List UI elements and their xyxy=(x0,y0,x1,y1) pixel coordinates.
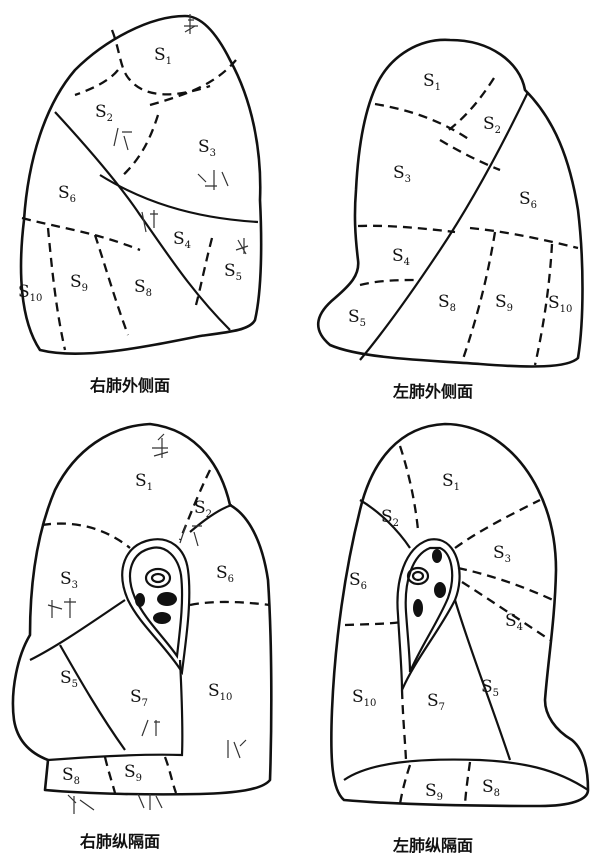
right-mediastinal-fissure xyxy=(30,600,125,660)
handwriting-mark xyxy=(114,128,132,150)
right-lateral-border-s9-s10 xyxy=(48,228,65,350)
right-mediastinal-fissure xyxy=(60,645,125,750)
vessel-dot xyxy=(153,612,171,624)
left-mediastinal-s3-label: S3 xyxy=(493,543,511,565)
caption-left-mediastinal: 左肺纵隔面 xyxy=(393,832,473,856)
handwriting-mark xyxy=(138,794,162,810)
vessel-dot xyxy=(135,593,145,607)
right-mediastinal-hilum-outer xyxy=(122,539,189,672)
right-lateral-s1-label: S1 xyxy=(154,45,172,67)
right-lateral-s2-label: S2 xyxy=(95,102,113,124)
right-mediastinal-border-s6 xyxy=(190,602,270,605)
left-lateral-border-s4-s5 xyxy=(360,280,420,285)
right-lateral-border-s6-lower xyxy=(22,218,140,250)
right-lateral-diagram: S1 S2 S3 S6 S4 S5 S10 S9 S8 xyxy=(18,14,261,354)
left-lateral-s10-label: S10 xyxy=(548,293,572,315)
caption-right-mediastinal: 右肺纵隔面 xyxy=(80,828,160,852)
left-mediastinal-s6-label: S6 xyxy=(349,570,367,592)
right-mediastinal-border-s8-s9 xyxy=(105,757,115,793)
caption-right-lateral: 右肺外侧面 xyxy=(90,372,170,396)
left-lateral-border-s8-s9 xyxy=(462,232,495,362)
left-mediastinal-border-s1-s3 xyxy=(455,500,540,548)
handwriting-mark xyxy=(180,525,202,546)
right-lateral-s5-label: S5 xyxy=(224,261,242,283)
left-mediastinal-s4-label: S4 xyxy=(505,611,523,633)
right-mediastinal-s1-label: S1 xyxy=(135,471,153,493)
left-lateral-s8-label: S8 xyxy=(438,292,456,314)
handwriting-mark xyxy=(198,170,228,190)
right-lateral-s8-label: S8 xyxy=(134,277,152,299)
left-mediastinal-s7-label: S7 xyxy=(427,691,445,713)
left-mediastinal-s10-label: S10 xyxy=(352,687,376,709)
vessel-ring xyxy=(152,574,164,582)
left-mediastinal-diagram: S1 S2 S3 S6 S4 S10 S7 S5 S9 S8 xyxy=(331,424,588,806)
left-lateral-border-s3-s4 xyxy=(358,226,455,232)
left-lateral-s5-label: S5 xyxy=(348,307,366,329)
vessel-dot xyxy=(413,599,423,617)
right-mediastinal-s7-label: S7 xyxy=(130,687,148,709)
caption-left-lateral: 左肺外侧面 xyxy=(393,378,473,402)
right-lateral-s10-label: S10 xyxy=(18,282,42,304)
right-mediastinal-s8-label: S8 xyxy=(62,765,80,787)
left-mediastinal-border-s7 xyxy=(402,690,406,760)
left-mediastinal-border-s9 xyxy=(400,765,410,804)
right-lateral-border-s1-s3 xyxy=(150,60,236,105)
left-lateral-border-s6-lower xyxy=(470,228,578,248)
left-mediastinal-s8-label: S8 xyxy=(482,777,500,799)
vessel-ring xyxy=(408,568,428,584)
left-mediastinal-border-s8 xyxy=(465,762,470,804)
left-mediastinal-s5-label: S5 xyxy=(481,677,499,699)
right-lateral-border-s2 xyxy=(75,70,118,95)
right-lateral-s3-label: S3 xyxy=(198,137,216,159)
right-mediastinal-s2-label: S2 xyxy=(194,498,212,520)
vessel-ring xyxy=(146,569,170,587)
right-mediastinal-s9-label: S9 xyxy=(124,762,142,784)
right-lateral-s4-label: S4 xyxy=(173,229,191,251)
right-mediastinal-border-s1-s3 xyxy=(42,524,130,548)
left-lateral-diagram: S1 S2 S3 S6 S4 S5 S8 S9 S10 xyxy=(318,40,582,367)
left-mediastinal-s1-label: S1 xyxy=(442,471,460,493)
right-lateral-horizontal-fissure xyxy=(100,175,258,222)
right-mediastinal-s10-label: S10 xyxy=(208,681,232,703)
left-lateral-s9-label: S9 xyxy=(495,292,513,314)
right-mediastinal-s6-label: S6 xyxy=(216,563,234,585)
handwriting-mark xyxy=(228,740,246,758)
left-mediastinal-border-s1-s2 xyxy=(400,446,418,530)
left-mediastinal-border-s3-s4 xyxy=(458,568,553,600)
vessel-dot xyxy=(157,592,177,606)
vessel-dot xyxy=(432,549,442,563)
vessel-ring xyxy=(413,572,423,580)
right-mediastinal-border-s9 xyxy=(165,757,176,793)
right-lateral-border-s8-s9 xyxy=(95,235,128,335)
right-mediastinal-s3-label: S3 xyxy=(60,569,78,591)
left-mediastinal-s9-label: S9 xyxy=(425,781,443,803)
left-mediastinal-hilum-inner xyxy=(406,548,452,672)
left-lateral-s6-label: S6 xyxy=(519,189,537,211)
left-lateral-oblique-fissure xyxy=(360,92,528,360)
left-lateral-s3-label: S3 xyxy=(393,163,411,185)
handwriting-mark xyxy=(48,598,76,618)
handwriting-mark xyxy=(152,434,168,458)
right-lateral-s6-label: S6 xyxy=(58,183,76,205)
left-lateral-border-s1-s3 xyxy=(375,104,470,140)
handwriting-mark xyxy=(142,720,160,736)
left-mediastinal-border-s6 xyxy=(345,622,402,625)
left-lateral-s1-label: S1 xyxy=(423,71,441,93)
vessel-dot xyxy=(434,582,446,598)
left-mediastinal-s2-label: S2 xyxy=(381,507,399,529)
right-lateral-border-s2-s3 xyxy=(120,115,158,178)
left-lateral-s2-label: S2 xyxy=(483,114,501,136)
left-lateral-s4-label: S4 xyxy=(392,246,410,268)
handwriting-mark xyxy=(68,795,94,814)
handwriting-mark xyxy=(236,238,248,254)
right-mediastinal-diagram: S1 S2 S3 S6 S5 S7 S10 S8 S9 xyxy=(13,424,271,814)
right-lateral-s9-label: S9 xyxy=(70,272,88,294)
